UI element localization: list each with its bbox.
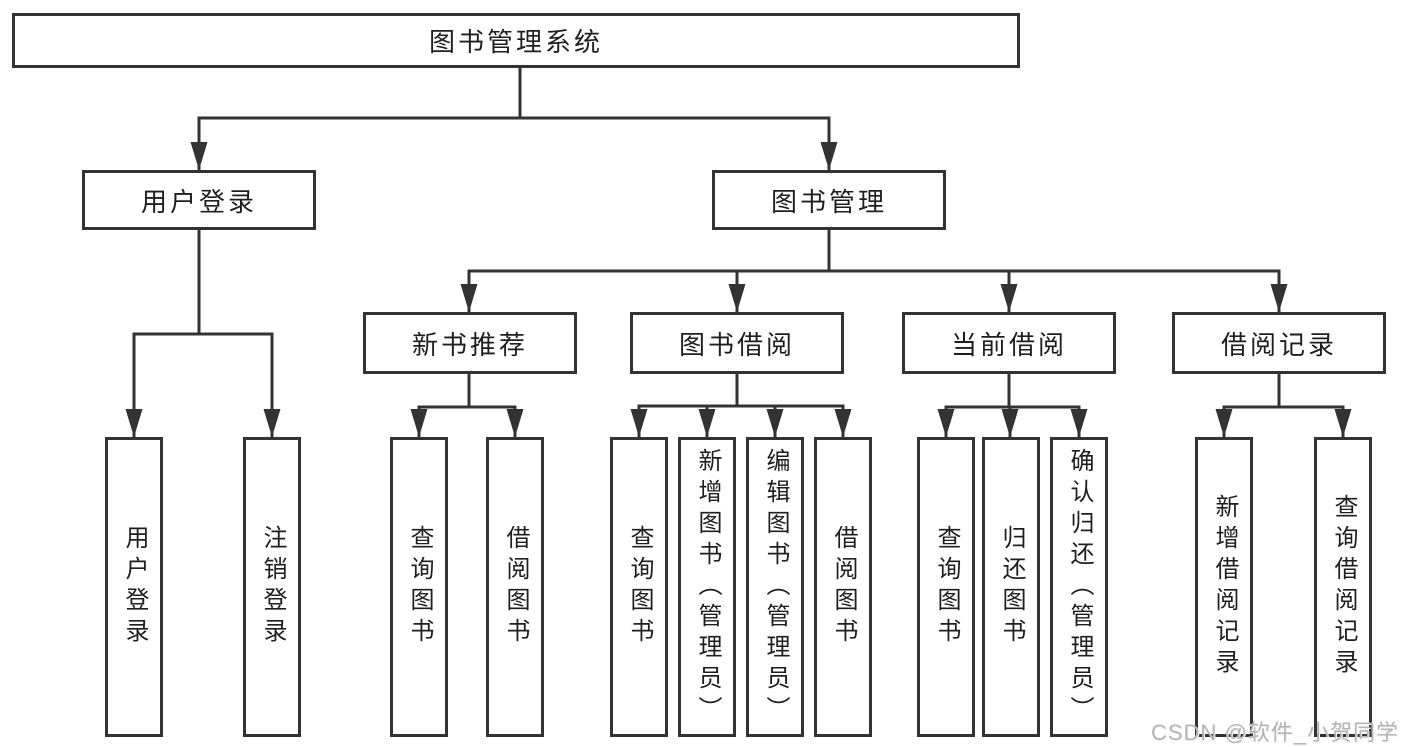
node-leaf-confirm-return-admin: 确认归还（管理员）: [1050, 437, 1108, 737]
node-current-borrowing: 当前借阅: [902, 312, 1116, 374]
node-new-book-recommendation-label: 新书推荐: [411, 329, 528, 360]
node-leaf-add-books-admin: 新增图书（管理员）: [678, 437, 736, 737]
arrowheads: [125, 142, 1352, 437]
node-book-management: 图书管理: [712, 170, 946, 230]
node-leaf-logout: 注销登录: [243, 437, 301, 737]
node-current-borrowing-label: 当前借阅: [950, 329, 1067, 360]
node-leaf-query-books-borrowing: 查询图书: [610, 437, 668, 737]
node-leaf-query-books-recommend: 查询图书: [390, 437, 448, 737]
node-leaf-add-borrow-record: 新增借阅记录: [1195, 437, 1253, 737]
node-leaf-query-books-borrowing-label: 查询图书: [626, 525, 653, 649]
node-leaf-edit-books-admin: 编辑图书（管理员）: [746, 437, 804, 737]
node-new-book-recommendation: 新书推荐: [363, 312, 577, 374]
node-user-login-group-label: 用户登录: [140, 186, 257, 217]
node-leaf-add-books-admin-label: 新增图书（管理员）: [694, 447, 721, 727]
node-borrowing-records: 借阅记录: [1172, 312, 1386, 374]
node-leaf-return-books-label: 归还图书: [998, 525, 1025, 649]
node-leaf-return-books: 归还图书: [982, 437, 1040, 737]
node-leaf-query-borrow-record-label: 查询借阅记录: [1330, 494, 1357, 680]
node-leaf-borrow-books-borrowing: 借阅图书: [814, 437, 872, 737]
node-leaf-query-books-current-label: 查询图书: [933, 525, 960, 649]
node-book-borrowing-label: 图书借阅: [678, 329, 795, 360]
node-leaf-borrow-books-recommend-label: 借阅图书: [502, 525, 529, 649]
node-leaf-borrow-books-borrowing-label: 借阅图书: [830, 525, 857, 649]
node-leaf-add-borrow-record-label: 新增借阅记录: [1211, 494, 1238, 680]
node-leaf-query-books-current: 查询图书: [917, 437, 975, 737]
node-leaf-user-login: 用户登录: [105, 437, 163, 737]
node-leaf-borrow-books-recommend: 借阅图书: [486, 437, 544, 737]
node-library-system-label: 图书管理系统: [428, 27, 603, 57]
node-user-login-group: 用户登录: [82, 170, 316, 230]
node-book-management-label: 图书管理: [770, 186, 887, 217]
node-borrowing-records-label: 借阅记录: [1220, 329, 1337, 360]
node-leaf-query-books-recommend-label: 查询图书: [406, 525, 433, 649]
node-library-system: 图书管理系统: [12, 13, 1020, 68]
node-leaf-user-login-label: 用户登录: [121, 525, 148, 649]
node-leaf-edit-books-admin-label: 编辑图书（管理员）: [762, 447, 789, 727]
csdn-watermark: CSDN @软件_小贺同学: [1150, 720, 1399, 745]
node-leaf-logout-label: 注销登录: [259, 525, 286, 649]
node-book-borrowing: 图书借阅: [630, 312, 844, 374]
node-leaf-confirm-return-admin-label: 确认归还（管理员）: [1066, 447, 1093, 727]
node-leaf-query-borrow-record: 查询借阅记录: [1314, 437, 1372, 737]
